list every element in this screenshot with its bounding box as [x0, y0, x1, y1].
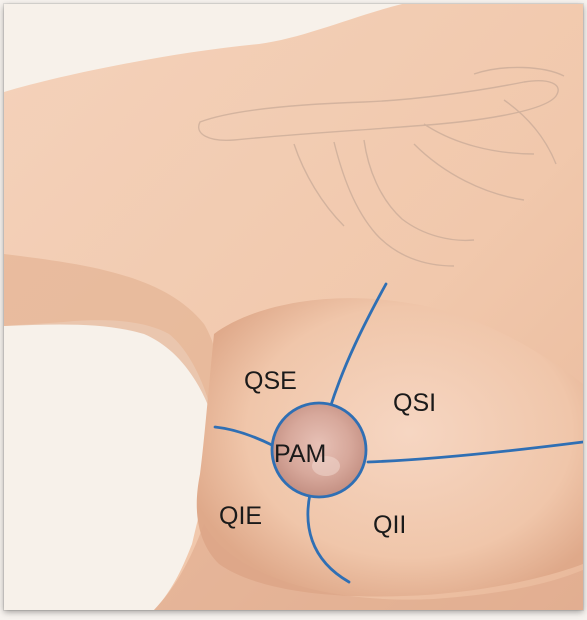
label-qie: QIE — [219, 504, 262, 529]
label-qsi: QSI — [393, 391, 436, 416]
anatomy-illustration — [4, 4, 583, 610]
label-qii: QII — [373, 513, 406, 538]
label-pam: PAM — [274, 442, 326, 467]
label-qse: QSE — [244, 369, 297, 394]
breast-quadrant-diagram: QSE QSI PAM QIE QII — [4, 4, 583, 610]
